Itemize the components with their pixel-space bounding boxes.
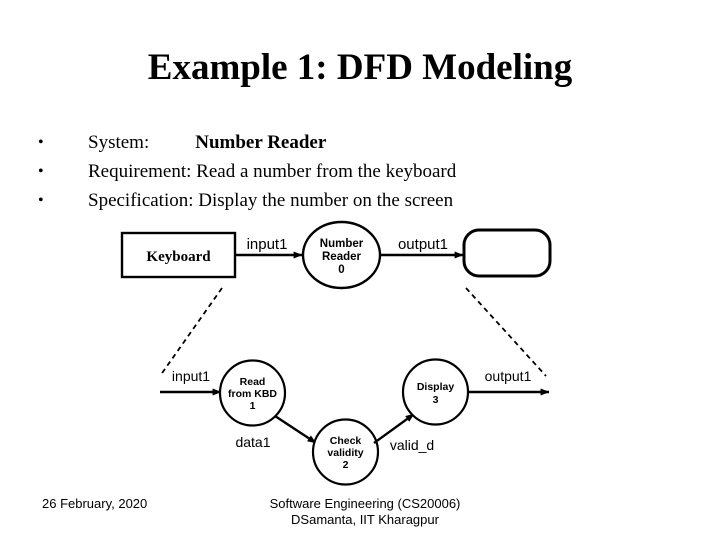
list-item-text: Requirement: Read a number from the keyb… xyxy=(88,157,456,186)
list-item: • Requirement: Read a number from the ke… xyxy=(30,157,670,186)
process-display-line1: Display xyxy=(417,381,455,393)
process-read-from-kbd-number: 1 xyxy=(250,400,256,412)
footer-center: Software Engineering (CS20006) DSamanta,… xyxy=(180,496,550,528)
list-item: • System: Number Reader xyxy=(30,128,670,157)
process-read-from-kbd-line2: from KBD xyxy=(228,388,277,400)
list-item-emphasis: Number Reader xyxy=(195,132,327,153)
footer-course: Software Engineering (CS20006) xyxy=(269,496,461,511)
footer-author: DSamanta, IIT Kharagpur xyxy=(291,512,439,527)
bullet-marker: • xyxy=(38,192,44,209)
process-check-validity-line1: Check xyxy=(330,435,362,447)
process-check-validity-line2: validity xyxy=(327,447,363,459)
process-number-reader-line1: Number xyxy=(320,238,364,250)
process-number-reader-number: 0 xyxy=(338,264,344,276)
list-item-text: Specification: Display the number on the… xyxy=(88,186,453,215)
process-check-validity xyxy=(311,418,380,486)
flow-arrow-valid-d xyxy=(373,413,415,444)
list-item-label: Specification: Display the number on the… xyxy=(88,190,454,211)
flow-arrow-data1 xyxy=(274,414,317,445)
external-entity-sink xyxy=(462,228,552,278)
flow-label-output1-level1: output1 xyxy=(485,368,532,384)
flow-label-input1-level0: input1 xyxy=(247,236,288,253)
list-item-text: System: Number Reader xyxy=(88,128,326,157)
process-display xyxy=(401,358,470,426)
list-item-label: Requirement: Read a number from the keyb… xyxy=(88,161,457,182)
list-item: • Specification: Display the number on t… xyxy=(30,186,670,215)
external-entity-keyboard-label: Keyboard xyxy=(146,249,211,265)
flow-label-input1-level1: input1 xyxy=(172,368,210,384)
process-number-reader xyxy=(301,220,382,290)
footer-date: 26 February, 2020 xyxy=(42,496,148,511)
list-item-label: System: xyxy=(88,132,150,153)
flow-label-data1: data1 xyxy=(235,434,270,450)
flow-label-output1-level0: output1 xyxy=(398,236,448,253)
explosion-line-right xyxy=(465,287,547,377)
explosion-line-left xyxy=(159,287,223,377)
process-read-from-kbd-line1: Read xyxy=(240,376,266,388)
process-number-reader-line2: Reader xyxy=(322,251,362,263)
bullet-marker: • xyxy=(38,134,44,151)
process-read-from-kbd xyxy=(218,359,287,427)
process-display-number: 3 xyxy=(433,394,439,406)
bullet-marker: • xyxy=(38,163,44,180)
external-entity-keyboard xyxy=(120,231,237,279)
bullet-list: • System: Number Reader • Requirement: Re… xyxy=(30,128,670,215)
flow-label-valid-d: valid_d xyxy=(390,437,434,453)
process-check-validity-number: 2 xyxy=(343,459,349,471)
page-title: Example 1: DFD Modeling xyxy=(147,47,573,88)
